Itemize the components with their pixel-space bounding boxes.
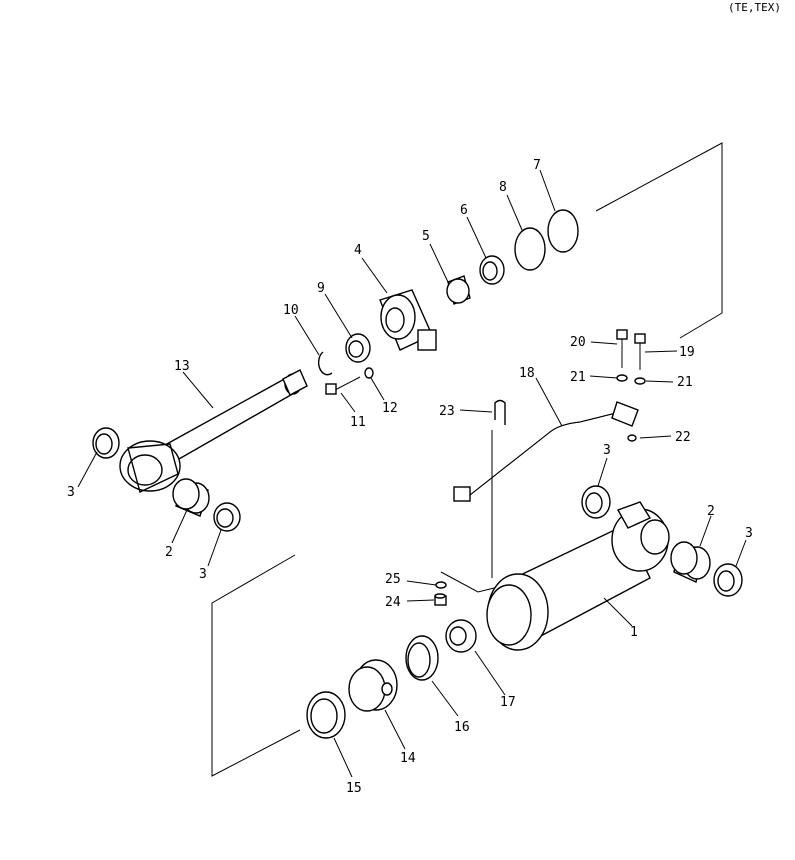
head-bushing (446, 275, 471, 305)
piston-nut (445, 619, 477, 653)
callout-3-rod-left: 3 (67, 485, 75, 500)
piston (348, 659, 398, 712)
buffer-ring (345, 333, 371, 363)
callout-3-tube-right: 3 (745, 526, 753, 541)
head-bolt (325, 376, 361, 395)
dust-seal-tube-right (713, 563, 743, 597)
callout-4: 4 (354, 243, 362, 258)
wear-ring (405, 635, 439, 681)
callout-22: 22 (675, 430, 691, 445)
leader-lines (77, 169, 747, 778)
rod-packing (479, 255, 505, 285)
washer-25 (435, 581, 447, 589)
callout-9: 9 (317, 281, 325, 296)
callout-10: 10 (283, 303, 299, 318)
dust-seal-tube-left (581, 485, 611, 519)
callout-8: 8 (499, 180, 507, 195)
callout-24: 24 (385, 595, 401, 610)
upper-bracket-line (595, 142, 723, 339)
callout-13: 13 (174, 359, 190, 374)
o-ring-22 (627, 434, 637, 442)
callout-12: 12 (382, 401, 398, 416)
callout-25: 25 (385, 572, 401, 587)
cylinder-tube (486, 501, 670, 651)
callout-7: 7 (533, 158, 541, 173)
pipe-clamp (494, 399, 506, 425)
callout-20: 20 (570, 335, 586, 350)
callout-5: 5 (422, 229, 430, 244)
cylinder-head (379, 289, 437, 351)
callout-6: 6 (460, 203, 468, 218)
callout-1: 1 (630, 625, 638, 640)
callout-15: 15 (346, 781, 362, 796)
callout-3-tube-left: 3 (603, 443, 611, 458)
callout-17: 17 (500, 695, 516, 710)
dust-seal-rod-right (213, 502, 241, 532)
nut-24 (434, 593, 447, 606)
callout-21-right: 21 (677, 375, 693, 390)
callout-21-left: 21 (570, 370, 586, 385)
callout-11: 11 (350, 415, 366, 430)
callout-3-rod-right: 3 (199, 567, 207, 582)
pipe (453, 401, 639, 502)
backup-ring (547, 209, 579, 253)
callout-23: 23 (439, 404, 455, 419)
bushing-tube (670, 541, 711, 583)
callout-19: 19 (679, 345, 695, 360)
lower-bracket-line (211, 554, 301, 777)
callout-14: 14 (400, 751, 416, 766)
flange-bolt-19 (634, 333, 646, 370)
bushing-rod (172, 478, 210, 517)
header-code: (TE,TEX) (728, 1, 781, 14)
o-ring-outer (514, 227, 546, 271)
washer-21-left (616, 374, 628, 382)
washer-21-right (634, 377, 646, 385)
callout-2-rod: 2 (165, 545, 173, 560)
head-washer (364, 367, 374, 379)
piston-rod (119, 369, 308, 493)
flange-bolt-20 (616, 329, 628, 368)
callout-18: 18 (519, 366, 535, 381)
dust-seal-rod-left (92, 427, 120, 459)
callout-16: 16 (454, 720, 470, 735)
piston-seal (306, 691, 346, 739)
callout-2-tube: 2 (707, 504, 715, 519)
snap-ring (317, 351, 333, 376)
